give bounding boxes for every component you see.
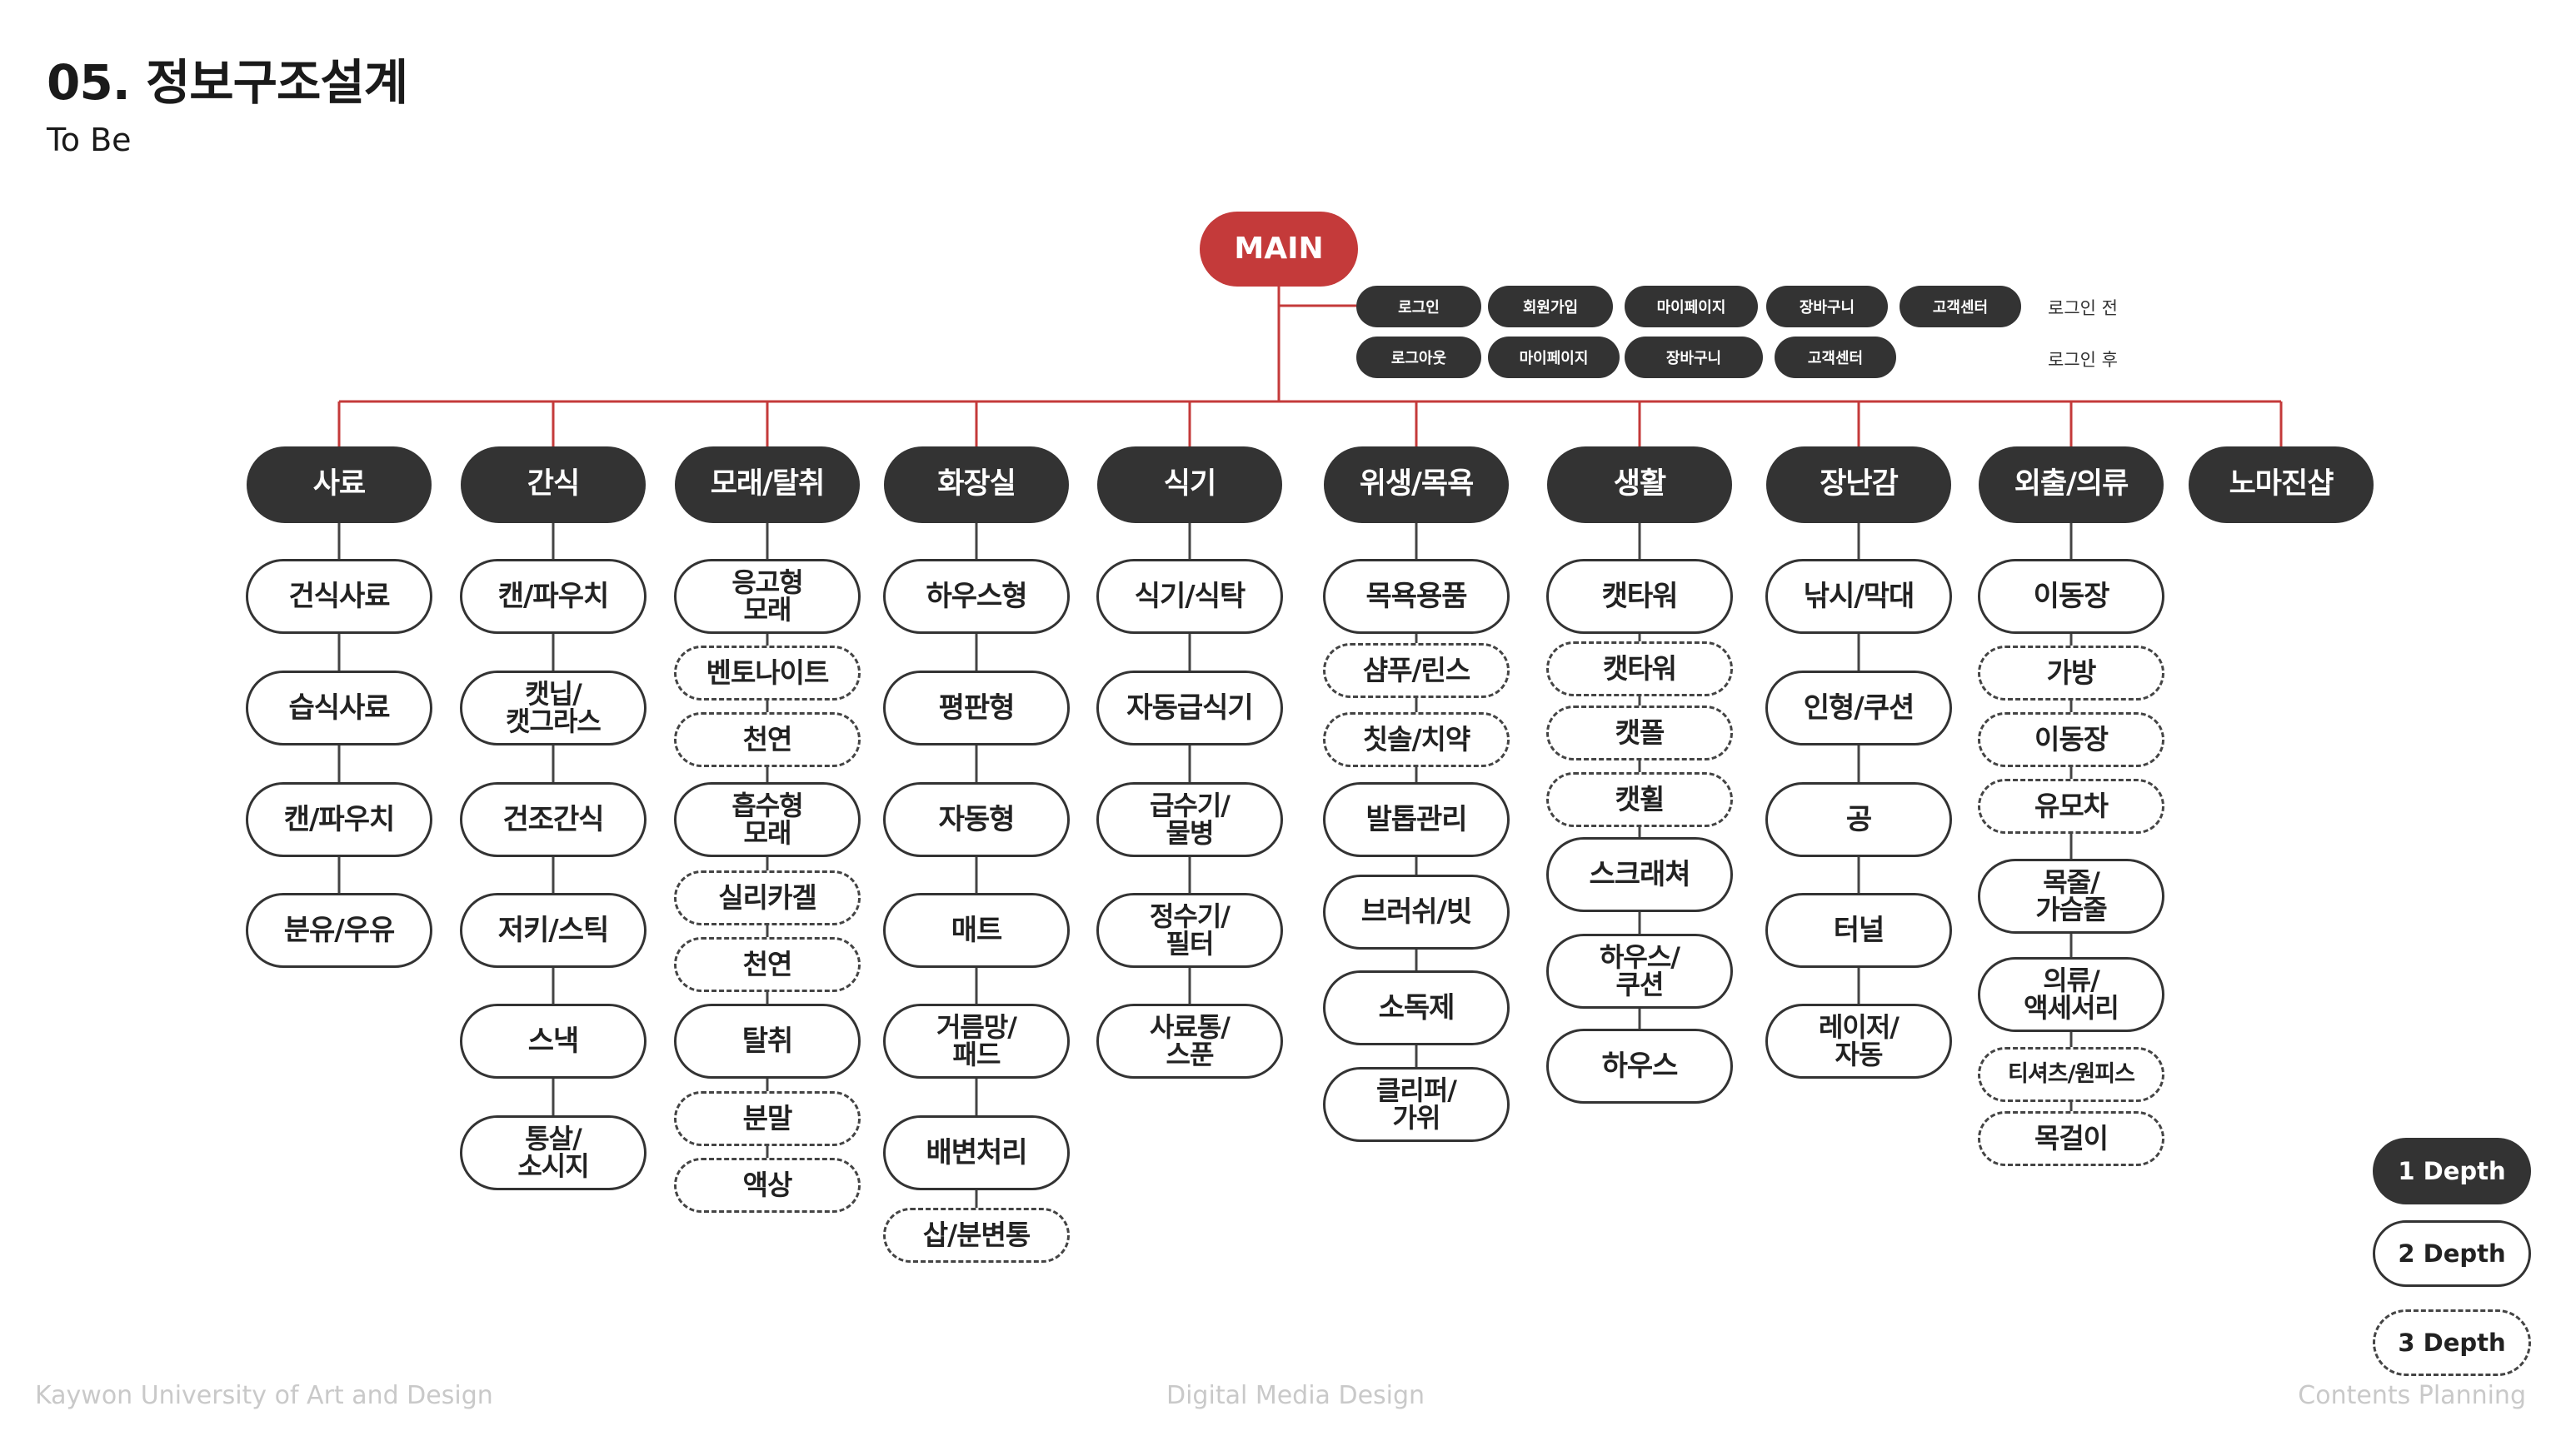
category-node[interactable]: 사료 bbox=[247, 446, 432, 523]
subcategory-node[interactable]: 저키/스틱 bbox=[460, 893, 646, 968]
category-node[interactable]: 식기 bbox=[1097, 446, 1282, 523]
subcategory-node[interactable]: 통살/ 소시지 bbox=[460, 1115, 646, 1190]
utility-item-before-login[interactable]: 로그인 bbox=[1356, 286, 1481, 327]
subcategory-node[interactable]: 흡수형 모래 bbox=[674, 782, 861, 857]
detail-category-node[interactable]: 액상 bbox=[674, 1158, 861, 1213]
subcategory-node[interactable]: 캣닙/ 캣그라스 bbox=[460, 671, 646, 745]
legend-depth-3: 3 Depth bbox=[2373, 1309, 2531, 1376]
footer-department: Digital Media Design bbox=[1166, 1381, 1425, 1410]
subcategory-node[interactable]: 탈취 bbox=[674, 1004, 861, 1079]
category-node[interactable]: 노마진샵 bbox=[2189, 446, 2374, 523]
subcategory-node[interactable]: 급수기/ 물병 bbox=[1096, 782, 1283, 857]
subcategory-node[interactable]: 레이저/ 자동 bbox=[1765, 1004, 1952, 1079]
utility-item-after-login[interactable]: 마이페이지 bbox=[1488, 337, 1620, 378]
subcategory-node[interactable]: 이동장 bbox=[1978, 559, 2164, 634]
subcategory-node[interactable]: 매트 bbox=[883, 893, 1070, 968]
subcategory-node[interactable]: 하우스/ 쿠션 bbox=[1546, 934, 1733, 1009]
utility-item-after-login[interactable]: 장바구니 bbox=[1625, 337, 1763, 378]
subcategory-node[interactable]: 스크래쳐 bbox=[1546, 837, 1733, 912]
utility-item-before-login[interactable]: 고객센터 bbox=[1900, 286, 2021, 327]
category-node[interactable]: 장난감 bbox=[1766, 446, 1951, 523]
subcategory-node[interactable]: 정수기/ 필터 bbox=[1096, 893, 1283, 968]
utility-item-after-login[interactable]: 로그아웃 bbox=[1356, 337, 1481, 378]
subcategory-node[interactable]: 소독제 bbox=[1323, 970, 1510, 1045]
detail-category-node[interactable]: 천연 bbox=[674, 712, 861, 767]
detail-category-node[interactable]: 천연 bbox=[674, 937, 861, 992]
subcategory-node[interactable]: 자동급식기 bbox=[1096, 671, 1283, 745]
subcategory-node[interactable]: 스낵 bbox=[460, 1004, 646, 1079]
detail-category-node[interactable]: 캣타워 bbox=[1546, 641, 1733, 696]
subcategory-node[interactable]: 목욕용품 bbox=[1323, 559, 1510, 634]
subcategory-node[interactable]: 캣타워 bbox=[1546, 559, 1733, 634]
subcategory-node[interactable]: 자동형 bbox=[883, 782, 1070, 857]
category-node[interactable]: 생활 bbox=[1547, 446, 1732, 523]
subcategory-node[interactable]: 사료통/ 스푼 bbox=[1096, 1004, 1283, 1079]
detail-category-node[interactable]: 실리카겔 bbox=[674, 870, 861, 925]
footer-school: Kaywon University of Art and Design bbox=[35, 1381, 493, 1410]
category-node[interactable]: 외출/의류 bbox=[1979, 446, 2164, 523]
utility-item-before-login[interactable]: 장바구니 bbox=[1766, 286, 1888, 327]
detail-category-node[interactable]: 벤토나이트 bbox=[674, 646, 861, 701]
detail-category-node[interactable]: 이동장 bbox=[1978, 712, 2164, 767]
detail-category-node[interactable]: 티셔츠/원피스 bbox=[1978, 1047, 2164, 1102]
utility-item-before-login[interactable]: 마이페이지 bbox=[1625, 286, 1758, 327]
page-subtitle: To Be bbox=[47, 122, 132, 158]
detail-category-node[interactable]: 삽/분변통 bbox=[883, 1208, 1070, 1263]
main-node[interactable]: MAIN bbox=[1200, 212, 1358, 287]
subcategory-node[interactable]: 하우스형 bbox=[883, 559, 1070, 634]
page-title: 05. 정보구조설계 bbox=[47, 54, 408, 111]
legend-depth-2: 2 Depth bbox=[2373, 1220, 2531, 1287]
category-node[interactable]: 모래/탈취 bbox=[675, 446, 860, 523]
subcategory-node[interactable]: 식기/식탁 bbox=[1096, 559, 1283, 634]
subcategory-node[interactable]: 인형/쿠션 bbox=[1765, 671, 1952, 745]
subcategory-node[interactable]: 분유/우유 bbox=[246, 893, 432, 968]
subcategory-node[interactable]: 브러쉬/빗 bbox=[1323, 875, 1510, 950]
subcategory-node[interactable]: 배변처리 bbox=[883, 1115, 1070, 1190]
subcategory-node[interactable]: 거름망/ 패드 bbox=[883, 1004, 1070, 1079]
subcategory-node[interactable]: 건식사료 bbox=[246, 559, 432, 634]
state-label-before-login: 로그인 전 bbox=[2048, 298, 2118, 318]
category-node[interactable]: 간식 bbox=[461, 446, 646, 523]
detail-category-node[interactable]: 가방 bbox=[1978, 646, 2164, 701]
detail-category-node[interactable]: 칫솔/치약 bbox=[1323, 712, 1510, 767]
utility-item-before-login[interactable]: 회원가입 bbox=[1488, 286, 1613, 327]
subcategory-node[interactable]: 평판형 bbox=[883, 671, 1070, 745]
subcategory-node[interactable]: 클리퍼/ 가위 bbox=[1323, 1067, 1510, 1142]
subcategory-node[interactable]: 의류/ 액세서리 bbox=[1978, 957, 2164, 1032]
subcategory-node[interactable]: 터널 bbox=[1765, 893, 1952, 968]
detail-category-node[interactable]: 목걸이 bbox=[1978, 1111, 2164, 1166]
subcategory-node[interactable]: 건조간식 bbox=[460, 782, 646, 857]
subcategory-node[interactable]: 습식사료 bbox=[246, 671, 432, 745]
subcategory-node[interactable]: 발톱관리 bbox=[1323, 782, 1510, 857]
legend-depth-1: 1 Depth bbox=[2373, 1138, 2531, 1204]
detail-category-node[interactable]: 캣휠 bbox=[1546, 772, 1733, 827]
subcategory-node[interactable]: 하우스 bbox=[1546, 1029, 1733, 1104]
detail-category-node[interactable]: 유모차 bbox=[1978, 779, 2164, 834]
category-node[interactable]: 위생/목욕 bbox=[1324, 446, 1509, 523]
detail-category-node[interactable]: 샴푸/린스 bbox=[1323, 643, 1510, 698]
category-node[interactable]: 화장실 bbox=[884, 446, 1069, 523]
subcategory-node[interactable]: 목줄/ 가슴줄 bbox=[1978, 859, 2164, 934]
subcategory-node[interactable]: 캔/파우치 bbox=[246, 782, 432, 857]
state-label-after-login: 로그인 후 bbox=[2048, 350, 2118, 370]
subcategory-node[interactable]: 낚시/막대 bbox=[1765, 559, 1952, 634]
subcategory-node[interactable]: 응고형 모래 bbox=[674, 559, 861, 634]
detail-category-node[interactable]: 분말 bbox=[674, 1091, 861, 1146]
footer-course: Contents Planning bbox=[2298, 1381, 2526, 1410]
subcategory-node[interactable]: 공 bbox=[1765, 782, 1952, 857]
subcategory-node[interactable]: 캔/파우치 bbox=[460, 559, 646, 634]
detail-category-node[interactable]: 캣폴 bbox=[1546, 706, 1733, 760]
utility-item-after-login[interactable]: 고객센터 bbox=[1775, 337, 1896, 378]
